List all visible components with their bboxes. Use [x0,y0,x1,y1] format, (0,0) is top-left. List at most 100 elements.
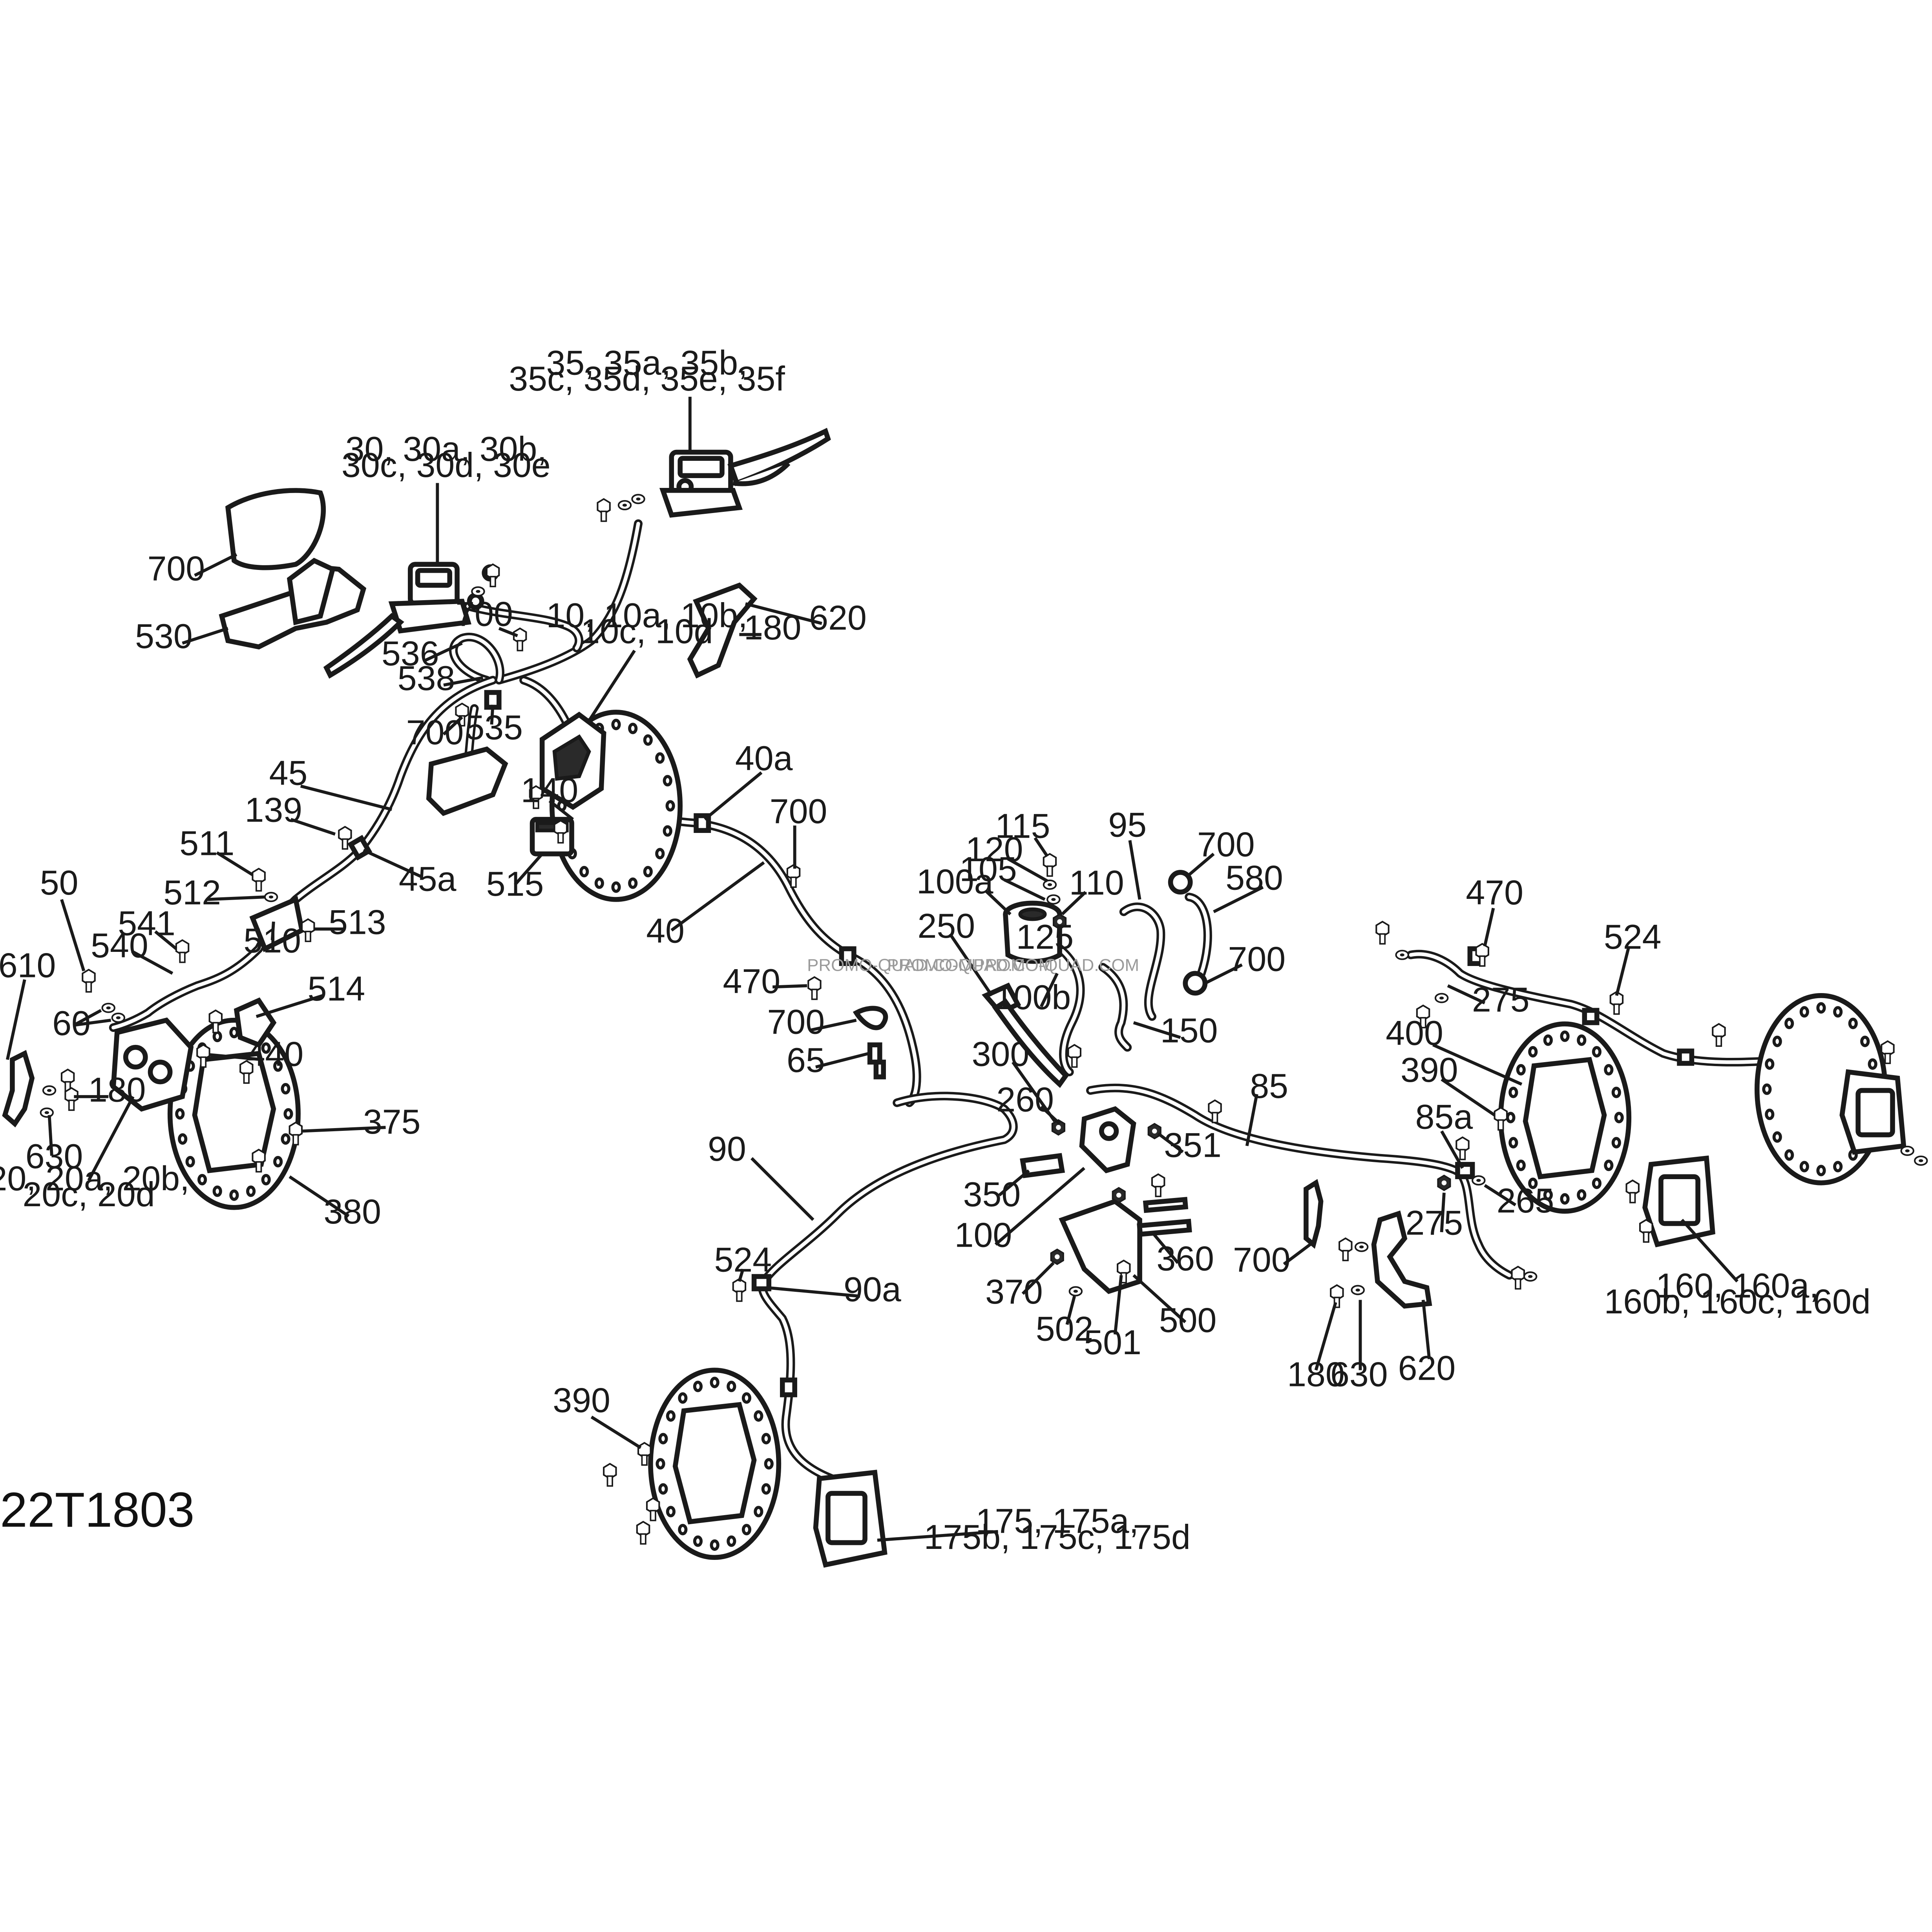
disc-hole [665,800,675,812]
callout-515: 515 [486,864,544,903]
callout-524: 524 [714,1240,772,1279]
disc-hole [693,1535,703,1547]
callout-160: 160, 160a,160b, 160c, 160d [1604,1266,1870,1321]
disc-hole [655,752,665,764]
callout-510: 510 [243,921,301,960]
callout-50: 50 [40,863,79,902]
callout-620: 620 [809,598,867,637]
disc-hole [666,1506,676,1517]
mud-guard-610 [2,1050,35,1128]
disc-hole [727,1535,736,1547]
callout-100a: 100a [917,862,993,901]
fasteners [41,495,1927,1544]
disc-hole [611,881,621,893]
callout-139: 139 [245,791,303,829]
disc-hole [1611,1137,1621,1149]
caliper-160 [1642,1155,1715,1247]
pedal-arm-250 [981,982,1069,1088]
disc-hole [1604,1064,1614,1076]
disc-hole [643,866,653,878]
callout-502: 502 [1036,1309,1094,1348]
watermark: PROMO-QUAD.COM [807,956,973,975]
callout-65: 65 [787,1041,825,1079]
disc-hole [175,1108,185,1120]
bleeder-65 [867,1042,886,1079]
disc-hole [656,1458,665,1470]
disc-400 [1498,1021,1632,1214]
lever-620-lower [1371,1210,1432,1309]
lever-620-upper [687,582,758,679]
disc-hole [741,1524,752,1536]
disc-hole [1833,1161,1843,1172]
caliper-20 [111,1017,194,1112]
callout-400: 400 [1386,1013,1443,1052]
callout-541: 541 [118,904,175,943]
disc-hole [741,1392,752,1404]
callout-140: 140 [521,771,579,810]
disc-hole [754,1506,763,1517]
disc-hole [1765,1058,1775,1070]
callout-700: 700 [1197,825,1255,864]
disc-hole [1604,1160,1614,1171]
disc-hole [1765,1108,1775,1120]
disc-hole [1528,1046,1538,1058]
watermarks: PROMO-QUAD.COM PROMO-QUAD.COM PROMO-QUAD… [807,956,1139,975]
callout-85: 85 [1250,1066,1288,1105]
bracket-530 [219,557,367,650]
master-cylinder-35 [659,427,831,518]
disc-hole [229,1189,239,1201]
callout-512: 512 [163,873,221,912]
callout-260: 260 [996,1080,1054,1119]
callout-351: 351 [1164,1126,1222,1165]
disc-hole [1762,1083,1772,1095]
disc-hole [628,723,638,734]
disc-hole [1516,1160,1526,1171]
callout-500: 500 [1159,1300,1217,1339]
callout-700: 700 [1233,1240,1291,1279]
callout-610: 610 [0,946,56,984]
callout-40a: 40a [735,739,793,778]
disc-hole [1543,1189,1553,1201]
callout-175: 175, 175a,175b, 175c, 175d [924,1501,1191,1556]
callout-85a: 85a [1415,1097,1473,1136]
callout-514: 514 [308,969,365,1008]
disc-hole [246,1185,256,1197]
line-clips [347,813,1695,1397]
callout-250: 250 [917,906,975,945]
callout-535: 535 [465,708,523,747]
disc-hole [655,848,665,860]
callout-150: 150 [1160,1011,1218,1050]
disc-hole [658,1433,668,1444]
reservoir-100a [1003,900,1062,964]
bolt-360 [1137,1197,1192,1237]
callout-275: 275 [1472,980,1530,1019]
callout-40: 40 [646,911,685,950]
callout-440: 440 [246,1034,304,1073]
callout-180: 180 [744,608,802,647]
disc-hole [710,1539,719,1551]
clamp-700-upper [1168,870,1193,895]
callout-110: 110 [1069,863,1124,902]
disc-hole [281,1083,290,1095]
callout-100: 100 [955,1216,1012,1255]
disc-hole [212,1030,222,1043]
disc-hole [1508,1137,1518,1149]
disc-hole [1816,1165,1826,1176]
callout-511: 511 [179,824,234,862]
disc-hole [761,1483,771,1495]
protector-700-top [225,488,326,570]
disc-hole [261,1174,271,1185]
disc-hole [197,1174,207,1185]
callout-45: 45 [269,754,308,793]
bracket-500 [1059,1198,1142,1294]
disc-hole [611,719,621,730]
callout-630: 630 [26,1137,83,1176]
callout-350: 350 [963,1175,1021,1214]
callout-513: 513 [329,902,386,941]
callout-120: 120 [966,830,1023,869]
disc-hole [1508,1087,1518,1098]
disc-hole [658,1483,668,1495]
disc-hole [594,877,604,889]
disc-hole [283,1108,293,1120]
disc-hole [1592,1178,1601,1189]
